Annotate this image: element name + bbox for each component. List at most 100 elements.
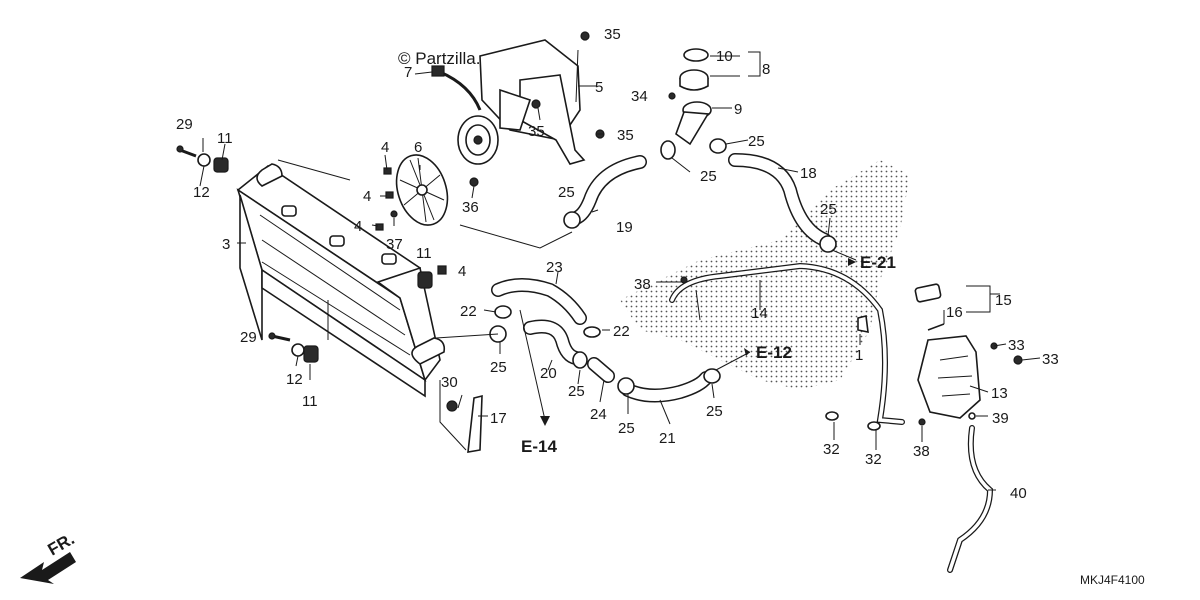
reserve-tank-cap-15[interactable]: [914, 283, 942, 303]
callout-29: 29: [176, 116, 193, 133]
callout-25: 25: [706, 403, 723, 420]
grommet-11-mid[interactable]: [417, 271, 433, 289]
callout-25: 25: [558, 184, 575, 201]
callout-38: 38: [913, 443, 930, 460]
callout-30: 30: [441, 374, 458, 391]
fan-wire-harness-7[interactable]: [431, 65, 482, 111]
clamp-22-b[interactable]: [583, 326, 601, 338]
callout-12: 12: [193, 184, 210, 201]
callout-25: 25: [820, 201, 837, 218]
callout-4: 4: [354, 218, 362, 235]
pipe-24[interactable]: [587, 357, 615, 383]
callout-39: 39: [992, 410, 1009, 427]
clip-38-lower[interactable]: [918, 418, 926, 426]
callout-6: 6: [414, 139, 422, 156]
nut-4-a[interactable]: [383, 167, 392, 175]
bolt-36[interactable]: [469, 177, 479, 187]
callout-4: 4: [363, 188, 371, 205]
callout-25: 25: [700, 168, 717, 185]
grommet-11-upper[interactable]: [213, 157, 229, 173]
callout-10: 10: [716, 48, 733, 65]
callout-11: 11: [416, 245, 432, 262]
nut-4-c[interactable]: [375, 223, 384, 231]
nut-4-side[interactable]: [437, 265, 447, 275]
callout-5: 5: [595, 79, 603, 96]
engine-background-hatch: [620, 160, 910, 390]
fan-motor[interactable]: [457, 115, 499, 165]
clamp-25-d[interactable]: [563, 211, 581, 229]
diagram-code: MKJ4F4100: [1080, 573, 1145, 587]
stay-17[interactable]: [467, 394, 483, 453]
callout-22: 22: [613, 323, 630, 340]
washer-37[interactable]: [390, 210, 398, 218]
wire-16[interactable]: [927, 323, 945, 331]
clamp-25-a[interactable]: [660, 140, 676, 160]
clamp-32-b[interactable]: [867, 421, 881, 431]
bolt-29-upper[interactable]: [176, 145, 197, 158]
callout-33: 33: [1042, 351, 1059, 368]
bolt-34[interactable]: [668, 92, 676, 100]
bolt-33-b[interactable]: [1013, 355, 1023, 365]
washer-12-lower[interactable]: [291, 343, 305, 357]
callout-17: 17: [490, 410, 507, 427]
nut-4-b[interactable]: [385, 191, 394, 199]
clamp-25-h[interactable]: [703, 368, 721, 384]
callout-35: 35: [604, 26, 621, 43]
ref-e21: E-21: [860, 253, 896, 272]
callout-labels: 29 11 12 3 4 6 4 4 37 7 35 5 35 35 36 10…: [176, 26, 1059, 502]
leader-lines: [199, 49, 1041, 491]
clamp-25-g[interactable]: [617, 377, 635, 395]
callout-16: 16: [946, 304, 963, 321]
siphon-tube-14[interactable]: [669, 262, 905, 425]
hose-20[interactable]: [523, 319, 583, 365]
callout-40: 40: [1010, 485, 1027, 502]
callout-25: 25: [618, 420, 635, 437]
hose-18[interactable]: [728, 153, 832, 247]
grommet-11-lower[interactable]: [303, 345, 319, 363]
callout-8: 8: [762, 61, 770, 78]
clamp-25-b[interactable]: [709, 138, 727, 154]
clamp-39[interactable]: [968, 412, 976, 420]
bolt-30[interactable]: [446, 400, 458, 412]
callout-24: 24: [590, 406, 607, 423]
filler-neck-9[interactable]: [675, 101, 712, 146]
callout-18: 18: [800, 165, 817, 182]
callout-36: 36: [462, 199, 479, 216]
hose-23[interactable]: [491, 278, 587, 325]
clamp-25-f[interactable]: [572, 351, 588, 369]
ref-e14: E-14: [521, 437, 557, 456]
clamp-32-a[interactable]: [825, 411, 839, 421]
callout-13: 13: [991, 385, 1008, 402]
clamp-25-c[interactable]: [819, 235, 837, 253]
callout-19: 19: [616, 219, 633, 236]
ref-e12: E-12: [756, 343, 792, 362]
overflow-tube-40[interactable]: [947, 425, 994, 573]
radiator[interactable]: [236, 163, 446, 398]
hose-19[interactable]: [569, 155, 647, 225]
callout-37: 37: [386, 236, 403, 253]
callout-29: 29: [240, 329, 257, 346]
callout-21: 21: [659, 430, 676, 447]
fan-shroud[interactable]: [479, 39, 586, 165]
cooling-fan[interactable]: [388, 148, 456, 231]
hose-21[interactable]: [621, 371, 713, 403]
callout-9: 9: [734, 101, 742, 118]
callout-14: 14: [751, 305, 768, 322]
callout-3: 3: [222, 236, 230, 253]
bolt-29-lower[interactable]: [268, 332, 291, 342]
arrow-e14: [540, 416, 550, 426]
cap-seal-10[interactable]: [683, 48, 709, 62]
callout-35: 35: [528, 123, 545, 140]
clamp-22-a[interactable]: [494, 305, 512, 319]
callout-11: 11: [302, 393, 318, 410]
clip-1[interactable]: [857, 315, 869, 334]
callout-4: 4: [458, 263, 466, 280]
clip-38-upper[interactable]: [680, 276, 688, 284]
radiator-cap-8[interactable]: [679, 69, 709, 91]
callout-11: 11: [217, 130, 233, 147]
callout-1: 1: [855, 347, 863, 364]
reserve-tank-13[interactable]: [917, 335, 981, 419]
callout-4: 4: [381, 139, 389, 156]
washer-12-upper[interactable]: [197, 153, 211, 167]
